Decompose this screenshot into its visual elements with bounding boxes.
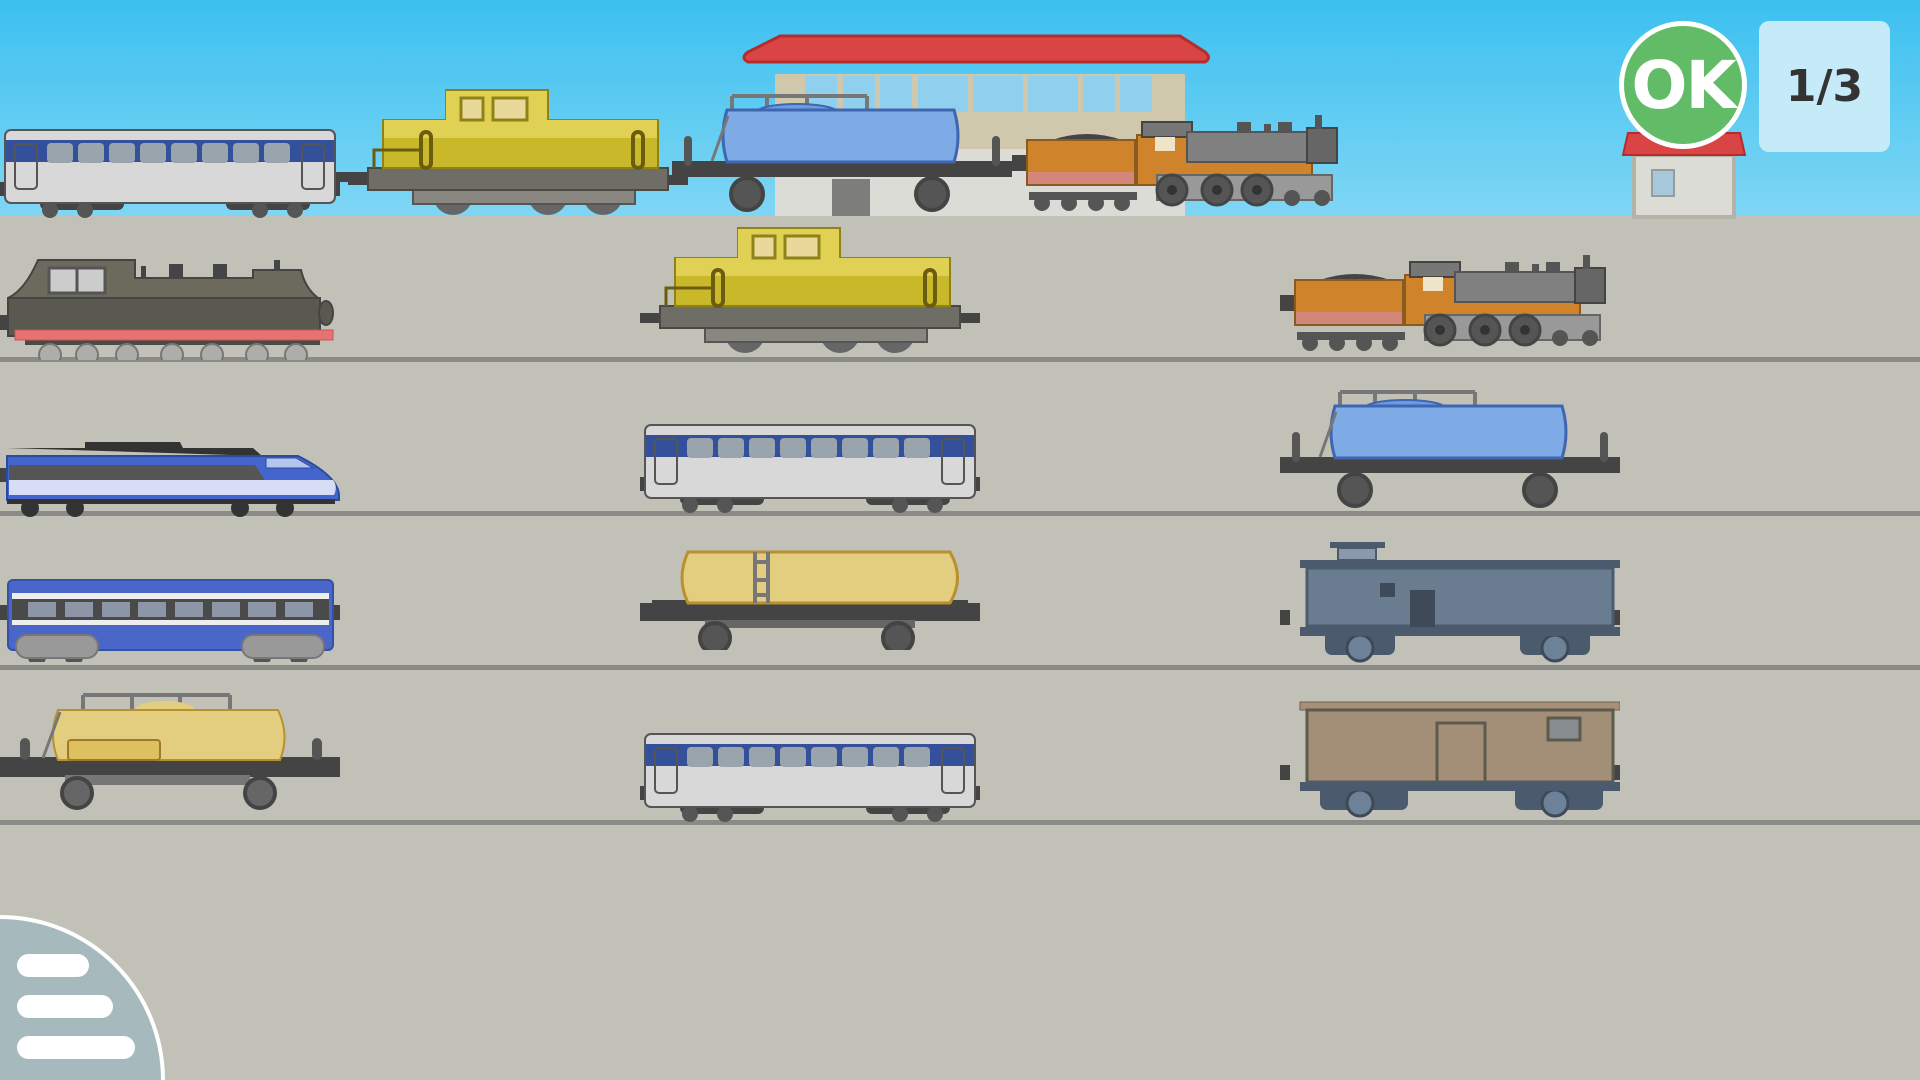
track-row-4 <box>0 820 1920 825</box>
catalog-tank-wagon-yellow-frame[interactable] <box>0 680 340 810</box>
track-row-3 <box>0 665 1920 670</box>
train-car-steam-orange[interactable] <box>1012 100 1352 220</box>
catalog-steam-locomotive-dark[interactable] <box>0 240 340 360</box>
catalog-tank-wagon-blue[interactable] <box>1280 382 1620 512</box>
track-row-1 <box>0 357 1920 362</box>
ok-button-label: OK <box>1631 46 1736 124</box>
train-car-passenger-white[interactable] <box>0 120 340 220</box>
page-indicator: 1/3 <box>1759 21 1890 152</box>
catalog-high-speed-train[interactable] <box>0 420 340 530</box>
catalog-tank-wagon-yellow[interactable] <box>640 540 980 650</box>
train-car-tank-blue[interactable] <box>672 86 1012 216</box>
catalog-passenger-car-white-2[interactable] <box>640 724 980 824</box>
catalog-passenger-car-white[interactable] <box>640 415 980 515</box>
catalog-boxcar-brown[interactable] <box>1280 690 1620 820</box>
catalog-caboose-slate[interactable] <box>1280 535 1620 665</box>
train-car-switcher-yellow[interactable] <box>348 80 688 220</box>
catalog-steam-locomotive-orange[interactable] <box>1280 240 1620 360</box>
ok-button[interactable]: OK <box>1619 21 1747 149</box>
catalog-diesel-switcher-yellow[interactable] <box>640 218 980 358</box>
catalog-passenger-car-blue[interactable] <box>0 562 340 662</box>
track-row-2 <box>0 511 1920 516</box>
page-indicator-label: 1/3 <box>1785 61 1864 112</box>
